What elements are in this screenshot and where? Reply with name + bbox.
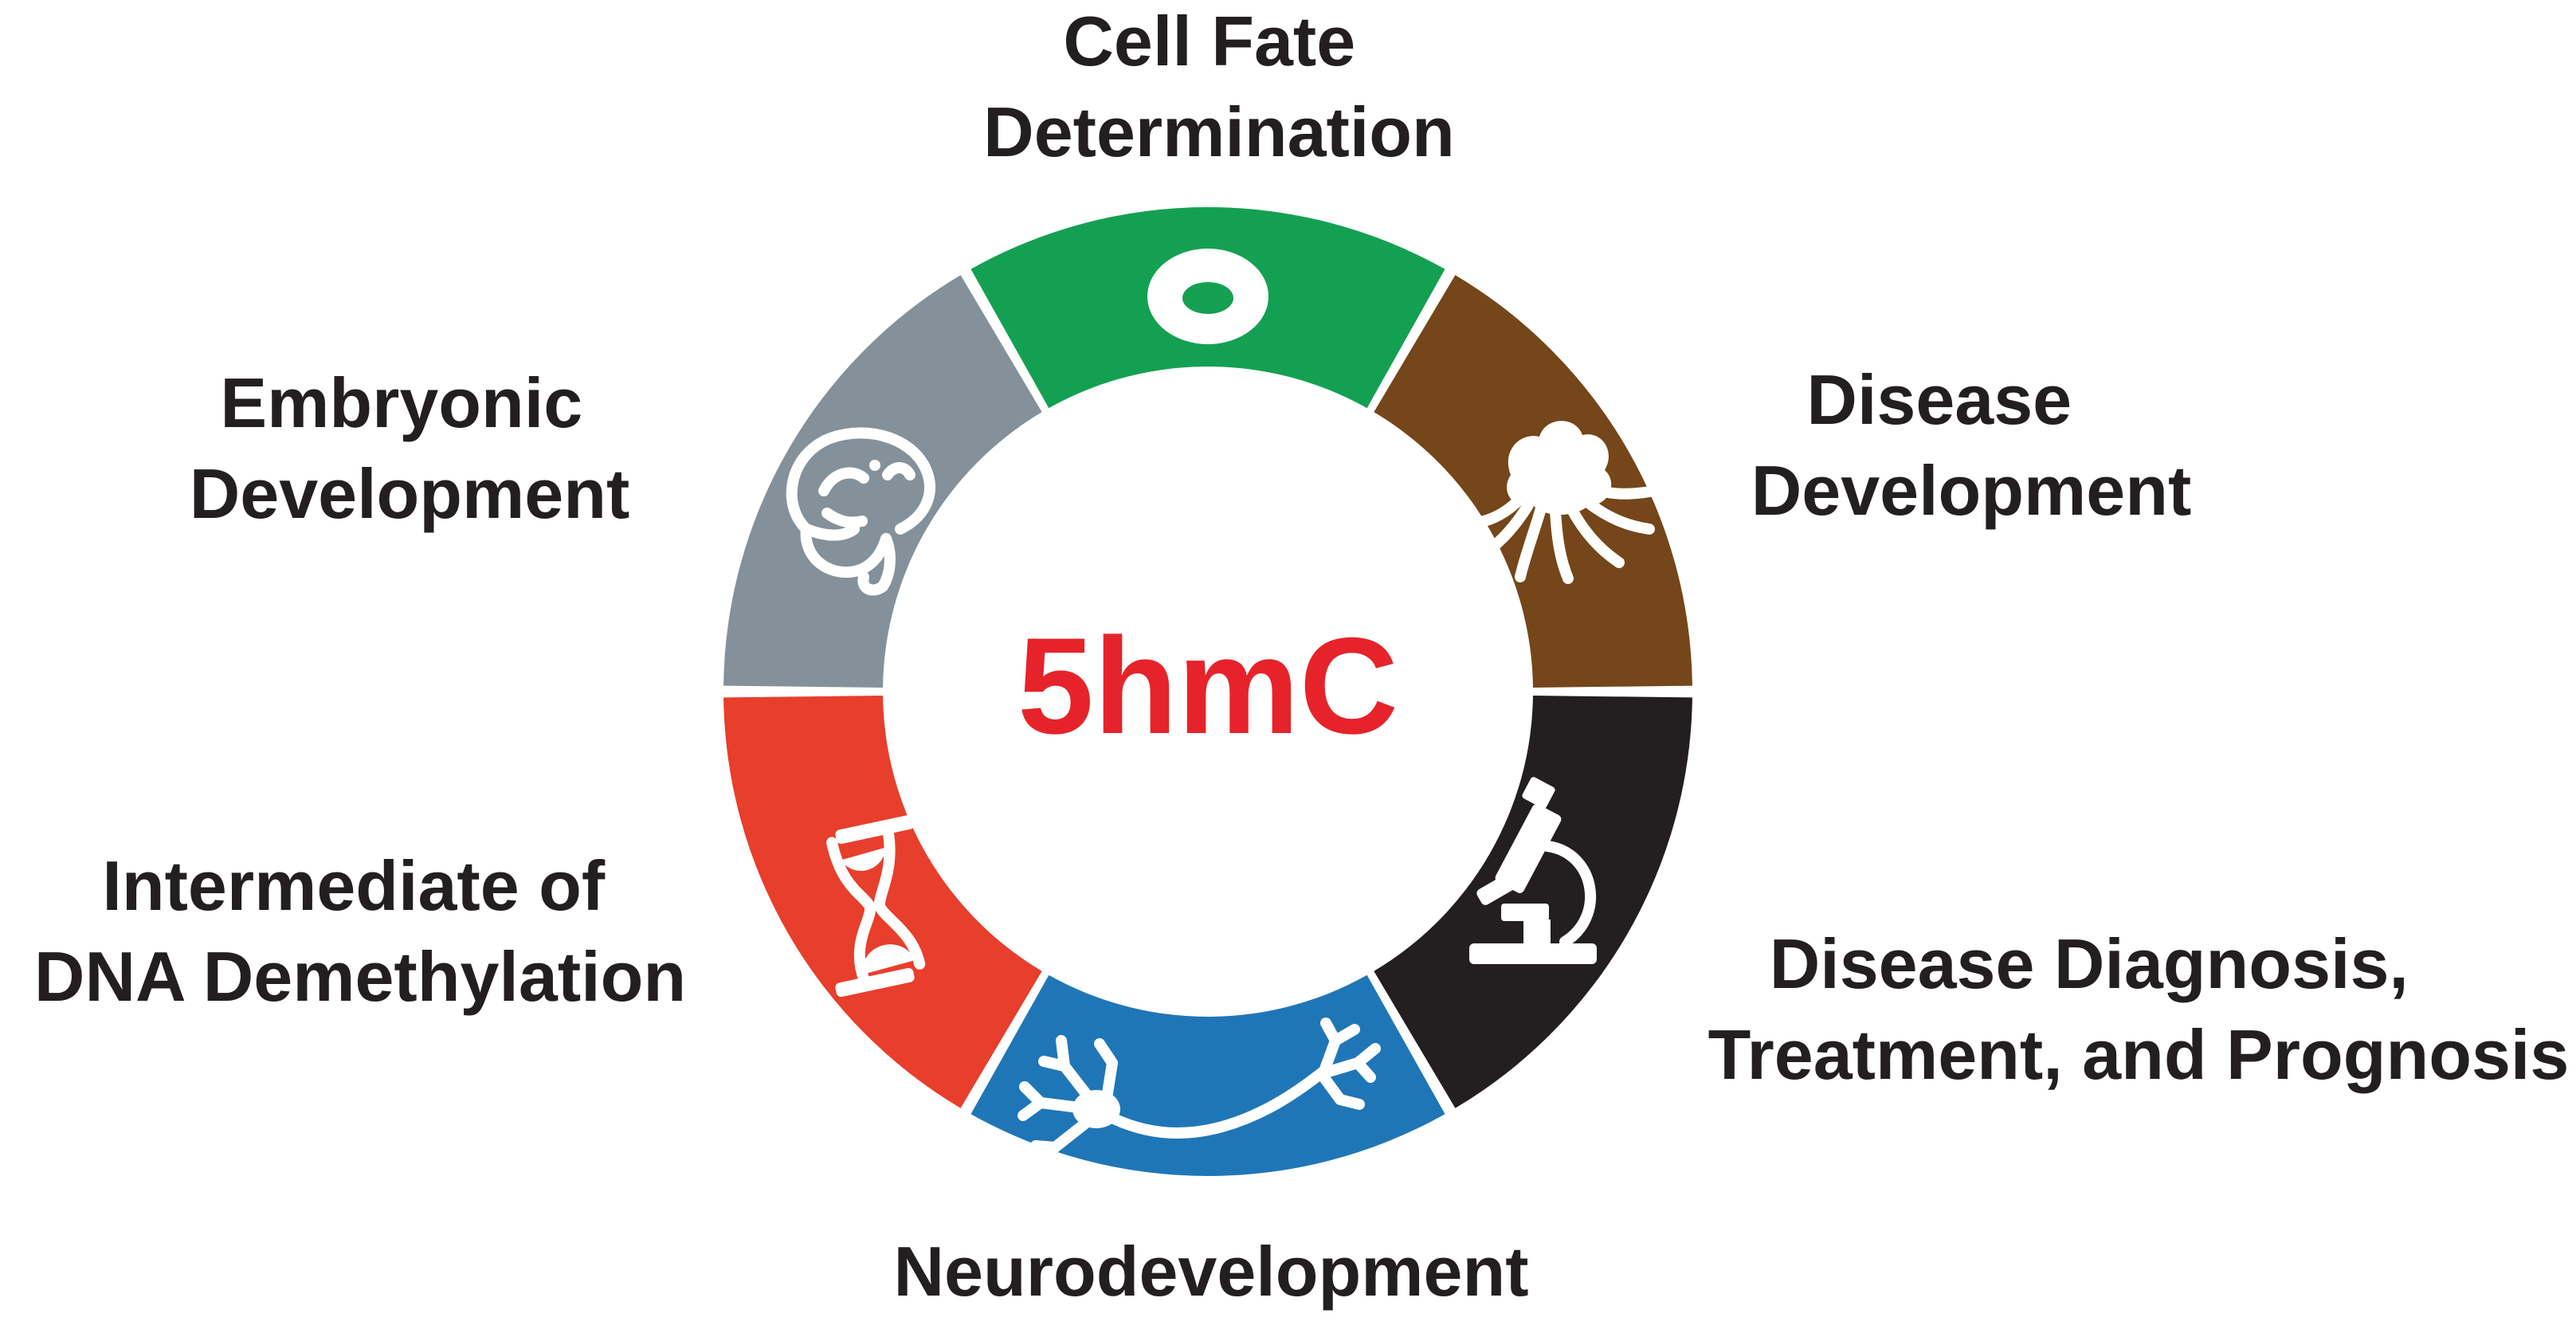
label-embryonic-development-line-1: Embryonic xyxy=(220,363,582,442)
label-disease-diagnosis-line-2: Treatment, and Prognosis xyxy=(1708,1015,2570,1094)
label-dna-demethylation-line-2: DNA Demethylation xyxy=(34,937,686,1016)
label-embryonic-development-line-2: Development xyxy=(190,454,630,533)
center-label: 5hmC xyxy=(1017,610,1398,763)
label-dna-demethylation-line-1: Intermediate of xyxy=(102,846,605,925)
label-disease-development-line-2: Development xyxy=(1751,451,2192,530)
label-cell-fate-line-2: Determination xyxy=(983,92,1455,171)
cell-icon xyxy=(1147,249,1268,344)
segment-embryonic-development xyxy=(723,275,1042,688)
label-disease-development-line-1: Disease xyxy=(1806,360,2072,439)
hourglass-icon xyxy=(826,814,926,998)
label-disease-diagnosis-line-1: Disease Diagnosis, xyxy=(1770,924,2409,1003)
label-cell-fate: Cell Fate Determination xyxy=(983,2,1455,171)
label-disease-diagnosis: Disease Diagnosis, Treatment, and Progno… xyxy=(1708,924,2570,1094)
label-neurodevelopment-line-1: Neurodevelopment xyxy=(893,1232,1528,1311)
label-dna-demethylation: Intermediate of DNA Demethylation xyxy=(34,846,686,1016)
label-neurodevelopment: Neurodevelopment xyxy=(893,1232,1528,1311)
segment-labels: Cell Fate Determination Disease Developm… xyxy=(34,2,2569,1311)
segment-icons xyxy=(786,249,1661,1153)
label-cell-fate-line-1: Cell Fate xyxy=(1063,2,1355,80)
neuron-icon xyxy=(1017,1017,1381,1153)
microscope-icon xyxy=(1469,777,1597,964)
embryo-icon xyxy=(786,427,935,596)
segment-disease-diagnosis xyxy=(1374,695,1692,1108)
label-disease-development: Disease Development xyxy=(1751,360,2192,530)
label-embryonic-development: Embryonic Development xyxy=(190,363,630,533)
tumor-icon xyxy=(1459,421,1661,584)
